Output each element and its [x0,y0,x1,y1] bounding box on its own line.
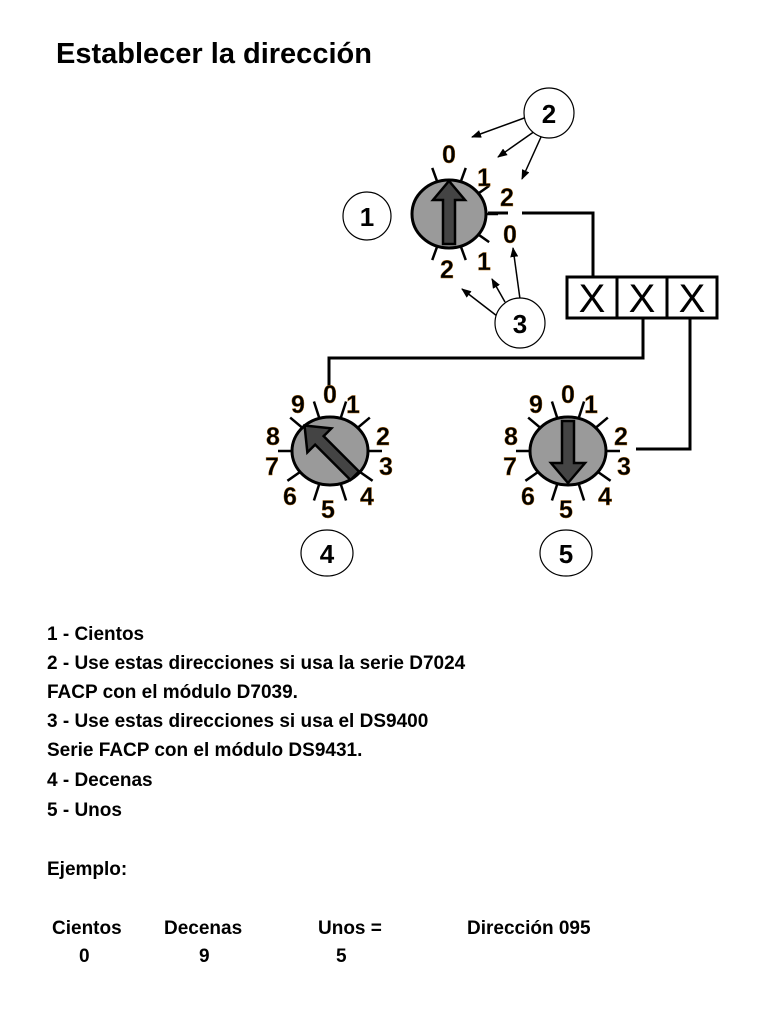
hundreds-label-0-series3: 0 [503,221,517,249]
svg-text:5: 5 [559,539,573,569]
tens-dial-label-0: 0 [323,381,337,409]
callout-3: 3 [494,297,546,349]
page-title: Establecer la dirección [56,38,372,70]
example-label: Ejemplo: [47,859,128,880]
svg-text:3: 3 [513,309,527,339]
legend-item-3: 3 - Use estas direcciones si usa el DS94… [47,711,429,732]
example-header-ones: Unos = [318,918,382,939]
ones-dial-label-9: 9 [529,391,543,419]
ones-dial-label-6: 6 [521,483,535,511]
ones-dial-label-5: 5 [559,496,573,524]
example-header-tens: Decenas [164,918,243,939]
svg-text:1: 1 [360,202,374,232]
tens-dial-label-7: 7 [265,453,279,481]
tens-dial-label-1: 1 [346,391,360,419]
tens-dial-label-3: 3 [379,453,393,481]
legend-item-1: 1 - Cientos [47,624,145,645]
callout-5: 5 [539,529,593,577]
example-value-hundreds: 0 [79,946,90,967]
legend-item-2: 2 - Use estas direcciones si usa la seri… [47,653,466,674]
tens-dial-label-8: 8 [266,423,280,451]
hundreds-label-1-series3: 1 [477,248,491,276]
callout-1: 1 [342,191,392,241]
svg-text:4: 4 [320,539,335,569]
address-boxes: X X X [565,275,719,321]
legend-item-4: 4 - Decenas [47,770,153,791]
example-value-ones: 5 [336,946,347,967]
tens-dial-label-6: 6 [283,483,297,511]
tens-dial-label-9: 9 [291,391,305,419]
example-result: Dirección 095 [467,918,591,939]
hundreds-label-2-series3: 2 [440,256,454,284]
tens-dial-label-2: 2 [376,423,390,451]
hundreds-dial[interactable] [410,167,498,261]
ones-dial-label-0: 0 [561,381,575,409]
ones-dial-label-4: 4 [598,483,612,511]
legend-item-5: 5 - Unos [47,800,122,821]
ones-dial-label-1: 1 [584,391,598,419]
tens-dial-label-5: 5 [321,496,335,524]
ones-dial-label-2: 2 [614,423,628,451]
example-header-hundreds: Cientos [52,918,122,939]
callout-arrows [461,116,542,317]
arrow-pointing-9-icon [303,424,361,482]
ones-dial[interactable] [516,401,620,501]
svg-text:2: 2 [542,99,556,129]
legend-item-3-cont: Serie FACP con el módulo DS9431. [47,740,363,761]
address-box-hundreds: X [579,277,606,321]
address-box-tens: X [629,277,656,321]
callout-2: 2 [523,87,575,139]
example-value-tens: 9 [199,946,210,967]
wires [327,211,692,451]
hundreds-label-1-series2: 1 [477,164,491,192]
legend-item-2-cont: FACP con el módulo D7039. [47,682,298,703]
hundreds-label-2-series2: 2 [500,184,514,212]
arrow-down-icon [548,419,588,485]
ones-dial-label-8: 8 [504,423,518,451]
address-box-ones: X [679,277,706,321]
callout-4: 4 [300,529,354,577]
ones-dial-label-3: 3 [617,453,631,481]
arrow-up-icon [430,179,468,246]
ones-dial-label-7: 7 [503,453,517,481]
hundreds-label-0-series2: 0 [442,141,456,169]
tens-dial[interactable] [278,401,382,501]
tens-dial-label-4: 4 [360,483,374,511]
